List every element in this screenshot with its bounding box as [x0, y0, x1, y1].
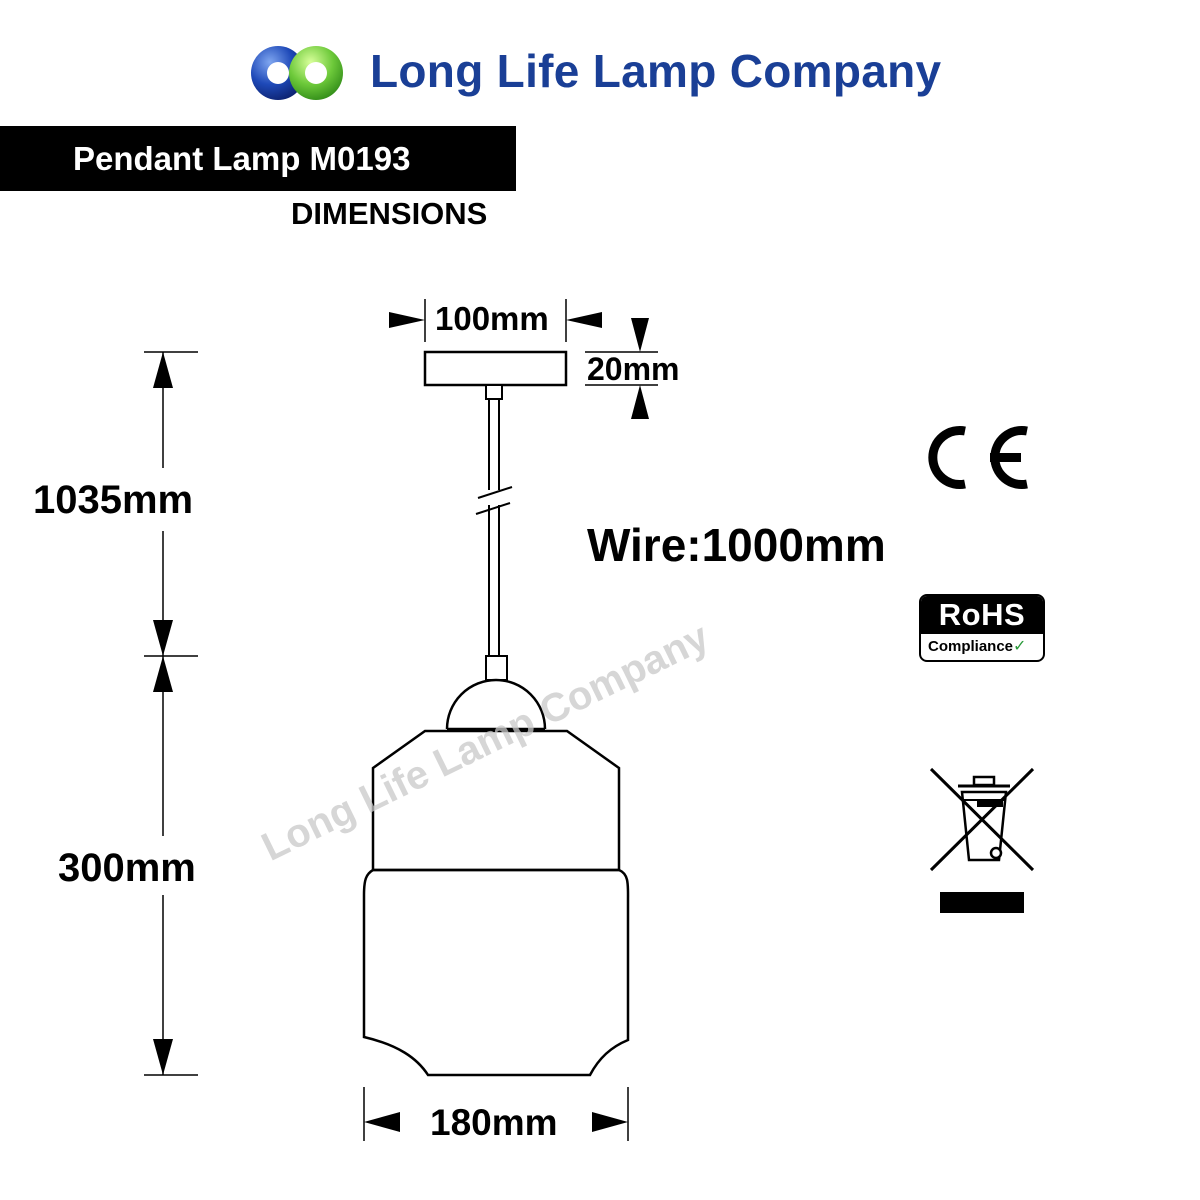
shade-width-arrow-right	[592, 1112, 628, 1132]
lamp-shade-top	[371, 729, 621, 870]
canopy-height-label: 20mm	[587, 351, 680, 387]
shade-height-arrow-bottom	[153, 1039, 173, 1075]
lamp-shade-bottom	[362, 868, 630, 1077]
shade-height-arrow-top	[153, 656, 173, 692]
lamp-holder-dome	[445, 678, 547, 730]
checkmark-icon: ✓	[1013, 638, 1027, 655]
shade-height-label: 300mm	[58, 846, 196, 890]
lamp-holder-grip	[485, 655, 508, 681]
product-title: Pendant Lamp M0193	[73, 140, 411, 177]
rohs-subtitle: Compliance	[928, 638, 1014, 655]
total-height-arrow-bottom	[153, 620, 173, 656]
wire-break-mark-2	[475, 502, 511, 515]
title-bar	[0, 126, 516, 191]
ce-mark-icon	[928, 426, 1028, 489]
canopy	[423, 350, 568, 387]
canopy-width-arrow-right	[566, 312, 602, 328]
rohs-compliance-badge: RoHS Compliance✓	[919, 594, 1045, 662]
total-height-arrow-top	[153, 352, 173, 388]
canopy-cord-grip	[485, 384, 503, 400]
shade-width-label: 180mm	[430, 1102, 558, 1143]
total-height-label: 1035mm	[33, 478, 194, 522]
canopy-width-arrow-left	[389, 312, 425, 328]
wire-break-mark-1	[477, 486, 513, 499]
company-name: Long Life Lamp Company	[370, 45, 942, 97]
canopy-height-arrow-top	[631, 318, 649, 352]
wire-length-label: Wire:1000mm	[587, 519, 886, 571]
rohs-title: RoHS	[921, 596, 1043, 634]
company-logo-icon	[251, 46, 343, 100]
crossed-out-wheelie-bin-icon	[929, 767, 1035, 872]
rohs-subtitle-row: Compliance✓	[921, 634, 1043, 659]
shade-width-arrow-left	[364, 1112, 400, 1132]
canopy-height-arrow-bottom	[631, 385, 649, 419]
section-label: DIMENSIONS	[291, 196, 488, 231]
canopy-width-label: 100mm	[435, 300, 549, 337]
weee-bar	[940, 892, 1024, 913]
